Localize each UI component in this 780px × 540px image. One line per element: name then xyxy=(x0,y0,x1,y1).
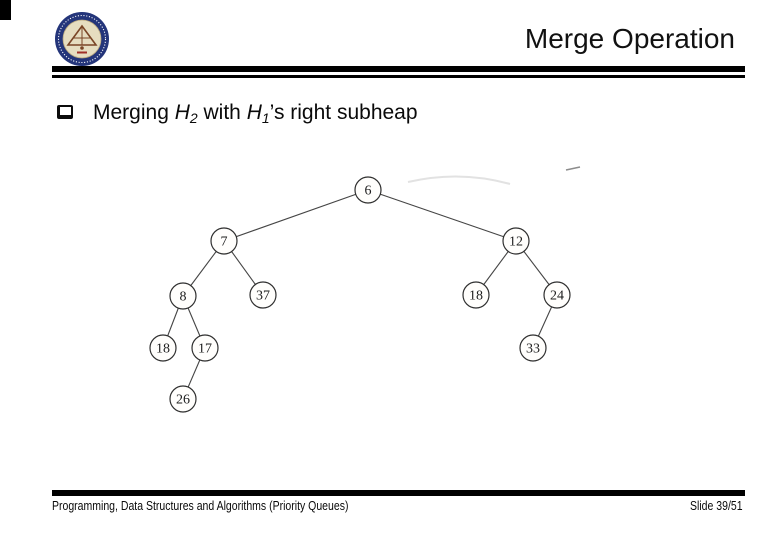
tree-node-circle xyxy=(210,227,238,255)
tree-node-circle xyxy=(502,227,530,255)
tree-node-circle xyxy=(169,385,197,413)
institute-seal-icon xyxy=(55,12,109,66)
bullet-text-segment: Merging xyxy=(93,101,175,124)
tree-node-12: 12 xyxy=(502,227,530,255)
logo-emblem-lines xyxy=(73,26,91,45)
bullet-text-segment: with xyxy=(197,101,247,124)
tree-node-24: 24 xyxy=(543,281,571,309)
tree-node-circle xyxy=(149,334,177,362)
tree-node-circle xyxy=(191,334,219,362)
tree-node-label: 12 xyxy=(509,235,523,250)
tree-node-18: 18 xyxy=(462,281,490,309)
tree-node-7: 7 xyxy=(210,227,238,255)
tree-node-8: 8 xyxy=(169,282,197,310)
tree-node-37: 37 xyxy=(249,281,277,309)
tree-node-33: 33 xyxy=(519,334,547,362)
footer-slide-number: Slide 39/51 xyxy=(690,499,743,513)
tree-node-circle xyxy=(354,176,382,204)
tree-edge xyxy=(367,189,517,242)
tree-node-label: 33 xyxy=(526,342,540,357)
bullet-text-segment: H xyxy=(174,101,190,124)
tree-node-label: 24 xyxy=(550,289,564,304)
tree-node-label: 18 xyxy=(156,342,170,357)
bullet-text-segment: ’s right subheap xyxy=(269,101,418,124)
header-rule-thin xyxy=(52,75,745,78)
bullet-text-segment: 2 xyxy=(189,110,198,126)
shadowed-square-bullet-icon xyxy=(57,105,73,119)
footer-bar xyxy=(52,490,745,496)
tree-node-label: 6 xyxy=(365,184,372,199)
tree-node-6: 6 xyxy=(354,176,382,204)
scan-artifact xyxy=(407,175,511,185)
tree-edge xyxy=(223,189,369,242)
bullet-row: Merging H2 with H1’s right subheap xyxy=(57,100,740,126)
tree-node-circle xyxy=(462,281,490,309)
tree-node-circle xyxy=(543,281,571,309)
tree-node-26: 26 xyxy=(169,385,197,413)
bullet-text-segment: 1 xyxy=(261,110,270,126)
logo-accent-mark xyxy=(77,51,87,54)
tree-node-18: 18 xyxy=(149,334,177,362)
tree-node-label: 18 xyxy=(469,289,483,304)
logo-ring-text xyxy=(57,14,107,64)
footer-course-text: Programming, Data Structures and Algorit… xyxy=(52,499,349,513)
scan-artifact xyxy=(565,166,581,171)
tree-node-label: 7 xyxy=(221,235,228,250)
tree-node-label: 37 xyxy=(256,289,270,304)
bullet-text: Merging H2 with H1’s right subheap xyxy=(93,100,418,126)
tree-node-label: 17 xyxy=(198,342,212,357)
bullet-text-segment: H xyxy=(246,101,262,124)
logo-emblem-dot xyxy=(80,46,84,50)
corner-mark xyxy=(0,0,11,20)
tree-node-circle xyxy=(519,334,547,362)
tree-node-circle xyxy=(249,281,277,309)
tree-node-label: 26 xyxy=(176,393,190,408)
tree-node-label: 8 xyxy=(180,290,187,305)
slide-title: Merge Operation xyxy=(524,23,735,54)
header-rule-thick xyxy=(52,66,745,72)
tree-node-17: 17 xyxy=(191,334,219,362)
tree-node-circle xyxy=(169,282,197,310)
